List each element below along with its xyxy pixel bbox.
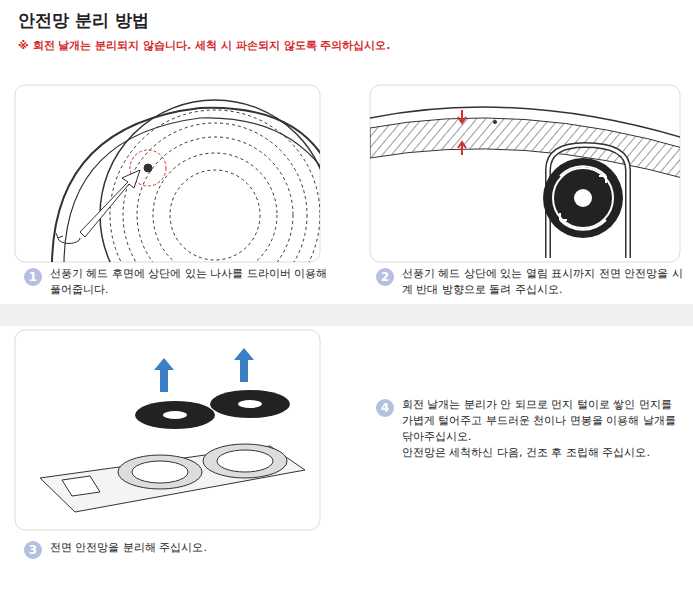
step-panel <box>15 85 320 262</box>
turn-symbol <box>56 233 63 238</box>
callout-text: 3 <box>29 543 37 557</box>
step-caption: 전면 안전망을 분리해 주십시오. <box>50 540 320 556</box>
title: 안전망 분리 방법 <box>18 8 149 33</box>
fan-head <box>543 145 628 258</box>
callout-number: 2 <box>376 268 394 286</box>
open-mark <box>458 142 466 155</box>
callout-text: 1 <box>29 270 37 284</box>
guard-top <box>370 107 680 180</box>
guard-disc <box>135 390 290 429</box>
divider-band <box>0 304 693 326</box>
warning-note: ※ 회전 날개는 분리되지 않습니다. 세척 시 파손되지 않도록 주의하십시오… <box>18 38 678 54</box>
step-caption: 안전망은 세척하신 다음, 건조 후 조립해 주십시오. <box>402 445 684 461</box>
lift-arrow <box>154 358 174 392</box>
pointer-arrow <box>80 170 140 237</box>
lift-arrow <box>234 348 254 382</box>
step-panel <box>370 85 680 262</box>
open-mark <box>458 110 466 123</box>
guard-tray <box>40 444 305 512</box>
callout-number: 3 <box>24 541 42 559</box>
step-caption: 선풍기 헤드 후면에 상단에 있는 나사를 드라이버 이용해 풀어줍니다. <box>50 266 330 298</box>
callout-text: 4 <box>381 401 389 415</box>
step-panel <box>15 330 320 530</box>
step-caption: 회전 날개는 분리가 안 되므로 먼지 털이로 쌓인 먼지를 가볍게 털어주고 … <box>402 397 684 445</box>
callout-text: 2 <box>381 270 389 284</box>
step-caption: 선풍기 헤드 상단에 있는 열림 표시까지 전면 안전망을 시계 반대 방향으로… <box>402 266 687 298</box>
callout-number: 4 <box>376 399 394 417</box>
turn-symbol <box>58 238 80 244</box>
callout-number: 1 <box>24 268 42 286</box>
fan-rear <box>52 100 320 262</box>
